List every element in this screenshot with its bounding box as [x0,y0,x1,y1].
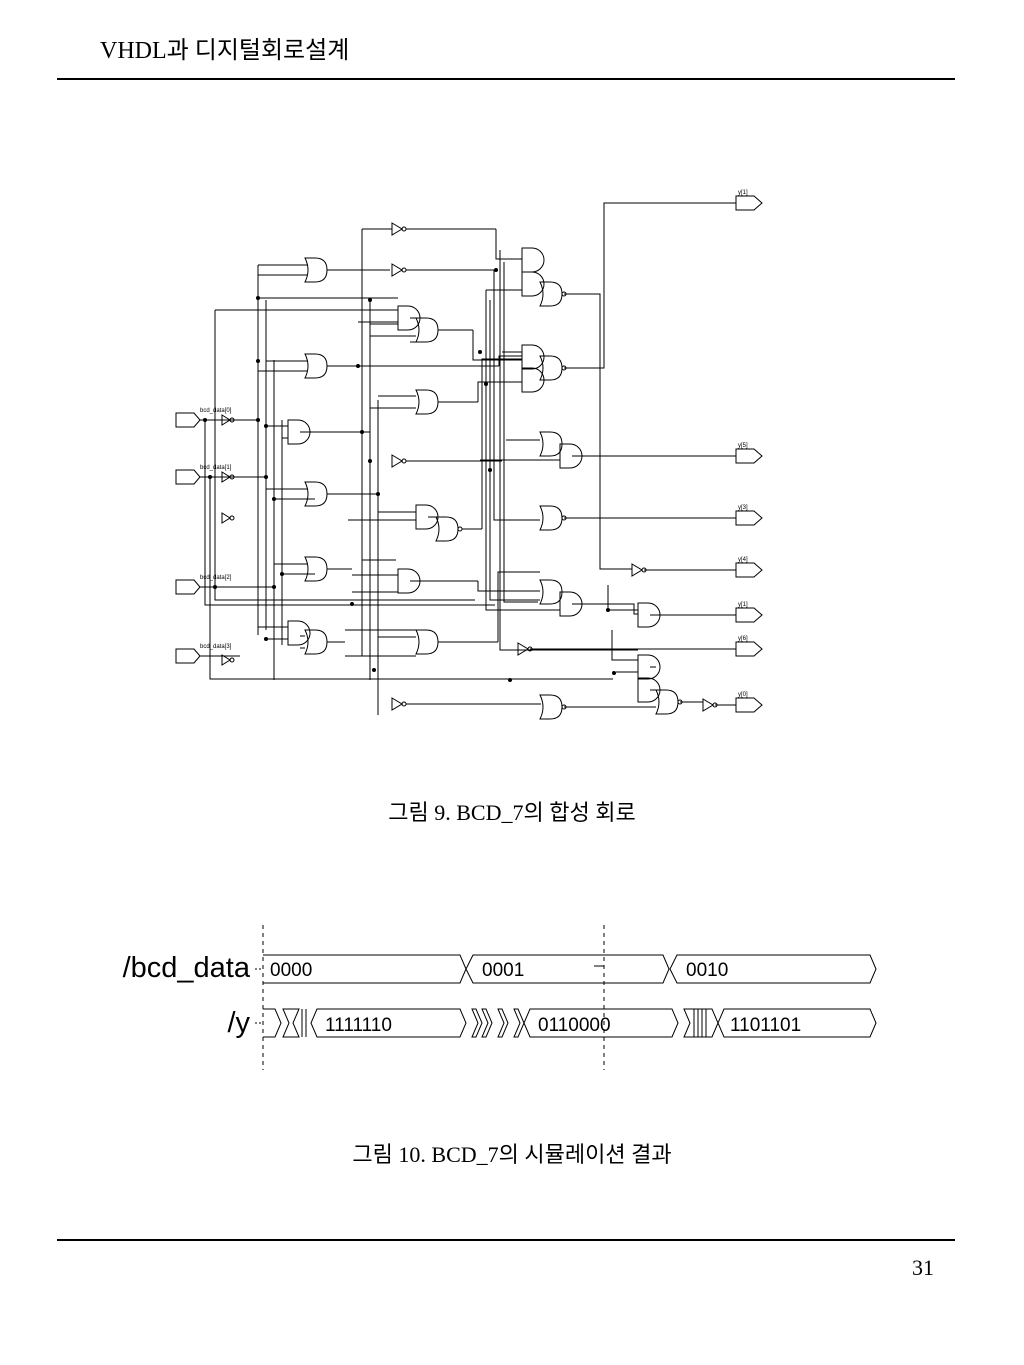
input-label-0: bcd_data[0] [200,408,232,414]
header-rule [57,78,955,80]
output-label-0: y[1] [738,190,748,196]
bcd-data-value-0: 0000 [270,960,312,981]
figure-10-caption: 그림 10. BCD_7의 시뮬레이션 결과 [352,1142,672,1167]
y-value-0: 1111110 [325,1015,392,1036]
page-number: 31 [912,1255,934,1280]
input-port-1 [175,469,201,485]
y-value-2: 1101101 [730,1015,801,1036]
input-label-1: bcd_data[1] [200,465,232,471]
output-label-1: y[5] [738,443,748,449]
output-label-4: y[1] [738,602,748,608]
bcd-data-value-2: 0010 [686,960,728,981]
synthesized-circuit-schematic: bcd_data[0] bcd_data[1] bcd_data[2] bcd_… [175,190,763,720]
input-port-0 [175,412,201,428]
simulation-waveform: 0000 0001 0010 1111110 0110000 1101101 [255,925,877,1070]
input-port-3 [175,648,201,664]
input-label-3: bcd_data[3] [200,644,232,650]
signal-name-y: /y [227,1007,250,1039]
signal-name-bcd-data: /bcd_data [122,952,250,984]
bcd-data-value-1: 0001 [482,960,524,981]
footer-rule [57,1239,955,1241]
output-label-5: y[6] [738,636,748,642]
output-label-3: y[4] [738,557,748,563]
input-port-2 [175,579,201,595]
output-label-6: y[0] [738,692,748,698]
running-header: VHDL과 디지털회로설계 [100,38,350,64]
figure-9-caption: 그림 9. BCD_7의 합성 회로 [388,800,636,825]
output-label-2: y[3] [738,505,748,511]
input-label-2: bcd_data[2] [200,575,232,581]
y-value-1: 0110000 [538,1015,611,1036]
